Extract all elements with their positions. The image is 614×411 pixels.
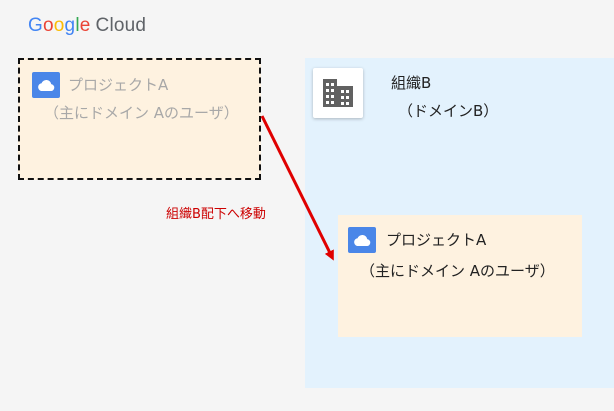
- cloud-icon: [348, 227, 376, 253]
- source-project-subtitle: （主にドメイン Aのユーザ）: [44, 104, 239, 122]
- building-icon: [313, 68, 363, 118]
- move-arrow-label: 組織B配下へ移動: [166, 207, 266, 222]
- organization-domain: （ドメインB）: [398, 102, 499, 120]
- source-project-box: プロジェクトA （主にドメイン Aのユーザ）: [18, 58, 261, 180]
- moved-project-title: プロジェクトA: [386, 231, 487, 249]
- moved-project-subtitle: （主にドメイン Aのユーザ）: [360, 262, 555, 280]
- source-project-title: プロジェクトA: [68, 76, 169, 94]
- moved-project-box: プロジェクトA （主にドメイン Aのユーザ）: [338, 215, 582, 337]
- logo-google-text: Google: [28, 15, 91, 36]
- google-cloud-logo: Google Cloud: [28, 12, 146, 40]
- organization-box: 組織B （ドメインB） プロジェクトA （主にドメイン Aのユーザ）: [305, 58, 614, 388]
- cloud-icon: [32, 72, 60, 98]
- logo-cloud-text: Cloud: [95, 15, 147, 36]
- organization-name: 組織B: [391, 74, 432, 92]
